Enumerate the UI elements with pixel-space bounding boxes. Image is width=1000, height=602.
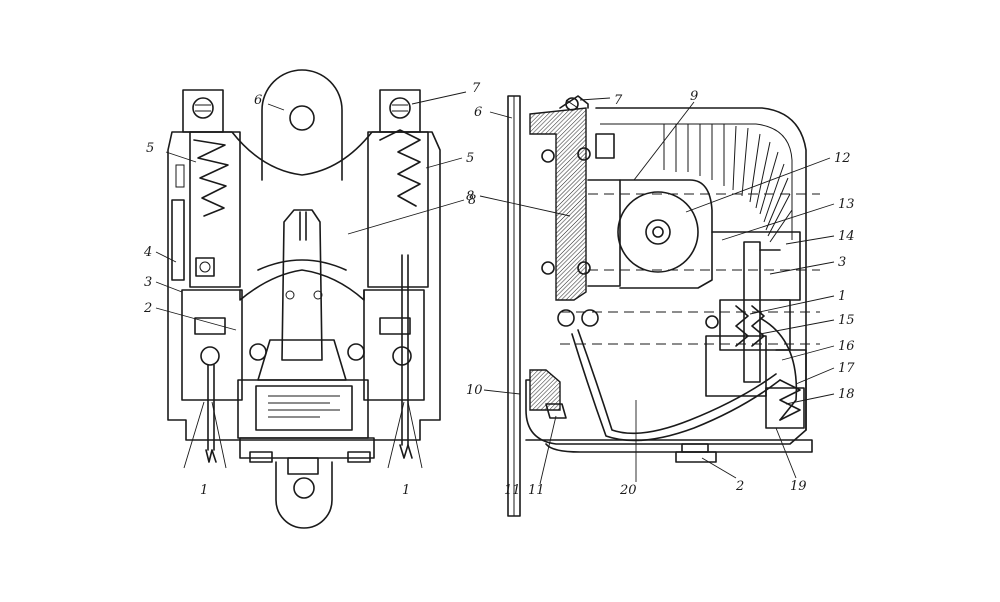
contact-spring — [735, 305, 765, 347]
callout-label: 5 — [146, 141, 154, 156]
right-arc-chute — [367, 131, 429, 288]
left-contact-screw — [200, 346, 220, 366]
right-spring-coil — [379, 129, 421, 207]
left-contact-block — [181, 289, 243, 401]
callout-label: 12 — [834, 151, 851, 166]
left-arc-chute — [189, 131, 241, 288]
callout-label: 11 — [528, 483, 545, 498]
callout-label: 1 — [200, 483, 208, 498]
callout-label: 8 — [468, 193, 476, 208]
return-spring — [779, 379, 801, 421]
callout-label: 10 — [466, 383, 483, 398]
nameplate — [255, 385, 353, 431]
callout-label: 3 — [838, 255, 846, 270]
left-spring-coil — [193, 139, 229, 217]
callout-label: 15 — [838, 313, 855, 328]
pivot-disc — [617, 191, 699, 273]
callout-label: 1 — [402, 483, 410, 498]
callout-label: 20 — [619, 483, 637, 498]
callout-label: 4 — [143, 245, 152, 260]
callout-label: 7 — [472, 81, 481, 96]
callout-label: 17 — [838, 361, 855, 376]
flexible-cable-upper — [577, 329, 777, 435]
callout-label: 8 — [466, 189, 474, 204]
callout-label: 2 — [143, 301, 152, 316]
side-housing — [525, 107, 807, 445]
callout-label: 6 — [474, 105, 482, 120]
callout-label: 18 — [838, 387, 855, 402]
callout-label: 11 — [504, 483, 521, 498]
callout-label: 1 — [838, 289, 846, 304]
callout-label: 7 — [614, 93, 623, 108]
top-hanger — [261, 69, 343, 181]
core-bracket — [587, 179, 621, 287]
side-view: 7 6 9 12 8 13 14 3 1 15 16 17 18 10 11 2… — [466, 89, 855, 517]
right-top-screw — [389, 97, 411, 119]
front-body — [167, 131, 441, 441]
left-shunt — [207, 364, 215, 451]
callout-label: 14 — [838, 229, 855, 244]
armature — [281, 209, 323, 361]
right-shunt — [401, 254, 409, 446]
left-top-screw — [192, 97, 214, 119]
heat-sink-fins — [663, 124, 793, 243]
insulating-bracket — [529, 107, 587, 301]
contact-holder — [719, 299, 791, 351]
bottom-hanger-hole — [293, 477, 315, 499]
callout-label: 16 — [838, 339, 855, 354]
callout-label: 3 — [144, 275, 152, 290]
callout-label: 2 — [735, 479, 744, 494]
front-view: 7 6 5 5 8 4 3 2 1 1 — [143, 69, 481, 529]
callout-label: 9 — [690, 89, 698, 104]
callout-label: 19 — [790, 479, 807, 494]
callout-label: 5 — [466, 151, 474, 166]
callout-label: 13 — [838, 197, 855, 212]
callout-label: 6 — [254, 93, 262, 108]
top-hanger-hole — [289, 105, 315, 131]
bottom-hanger — [275, 461, 333, 529]
side-base — [525, 439, 813, 453]
right-contact-block — [363, 289, 425, 401]
